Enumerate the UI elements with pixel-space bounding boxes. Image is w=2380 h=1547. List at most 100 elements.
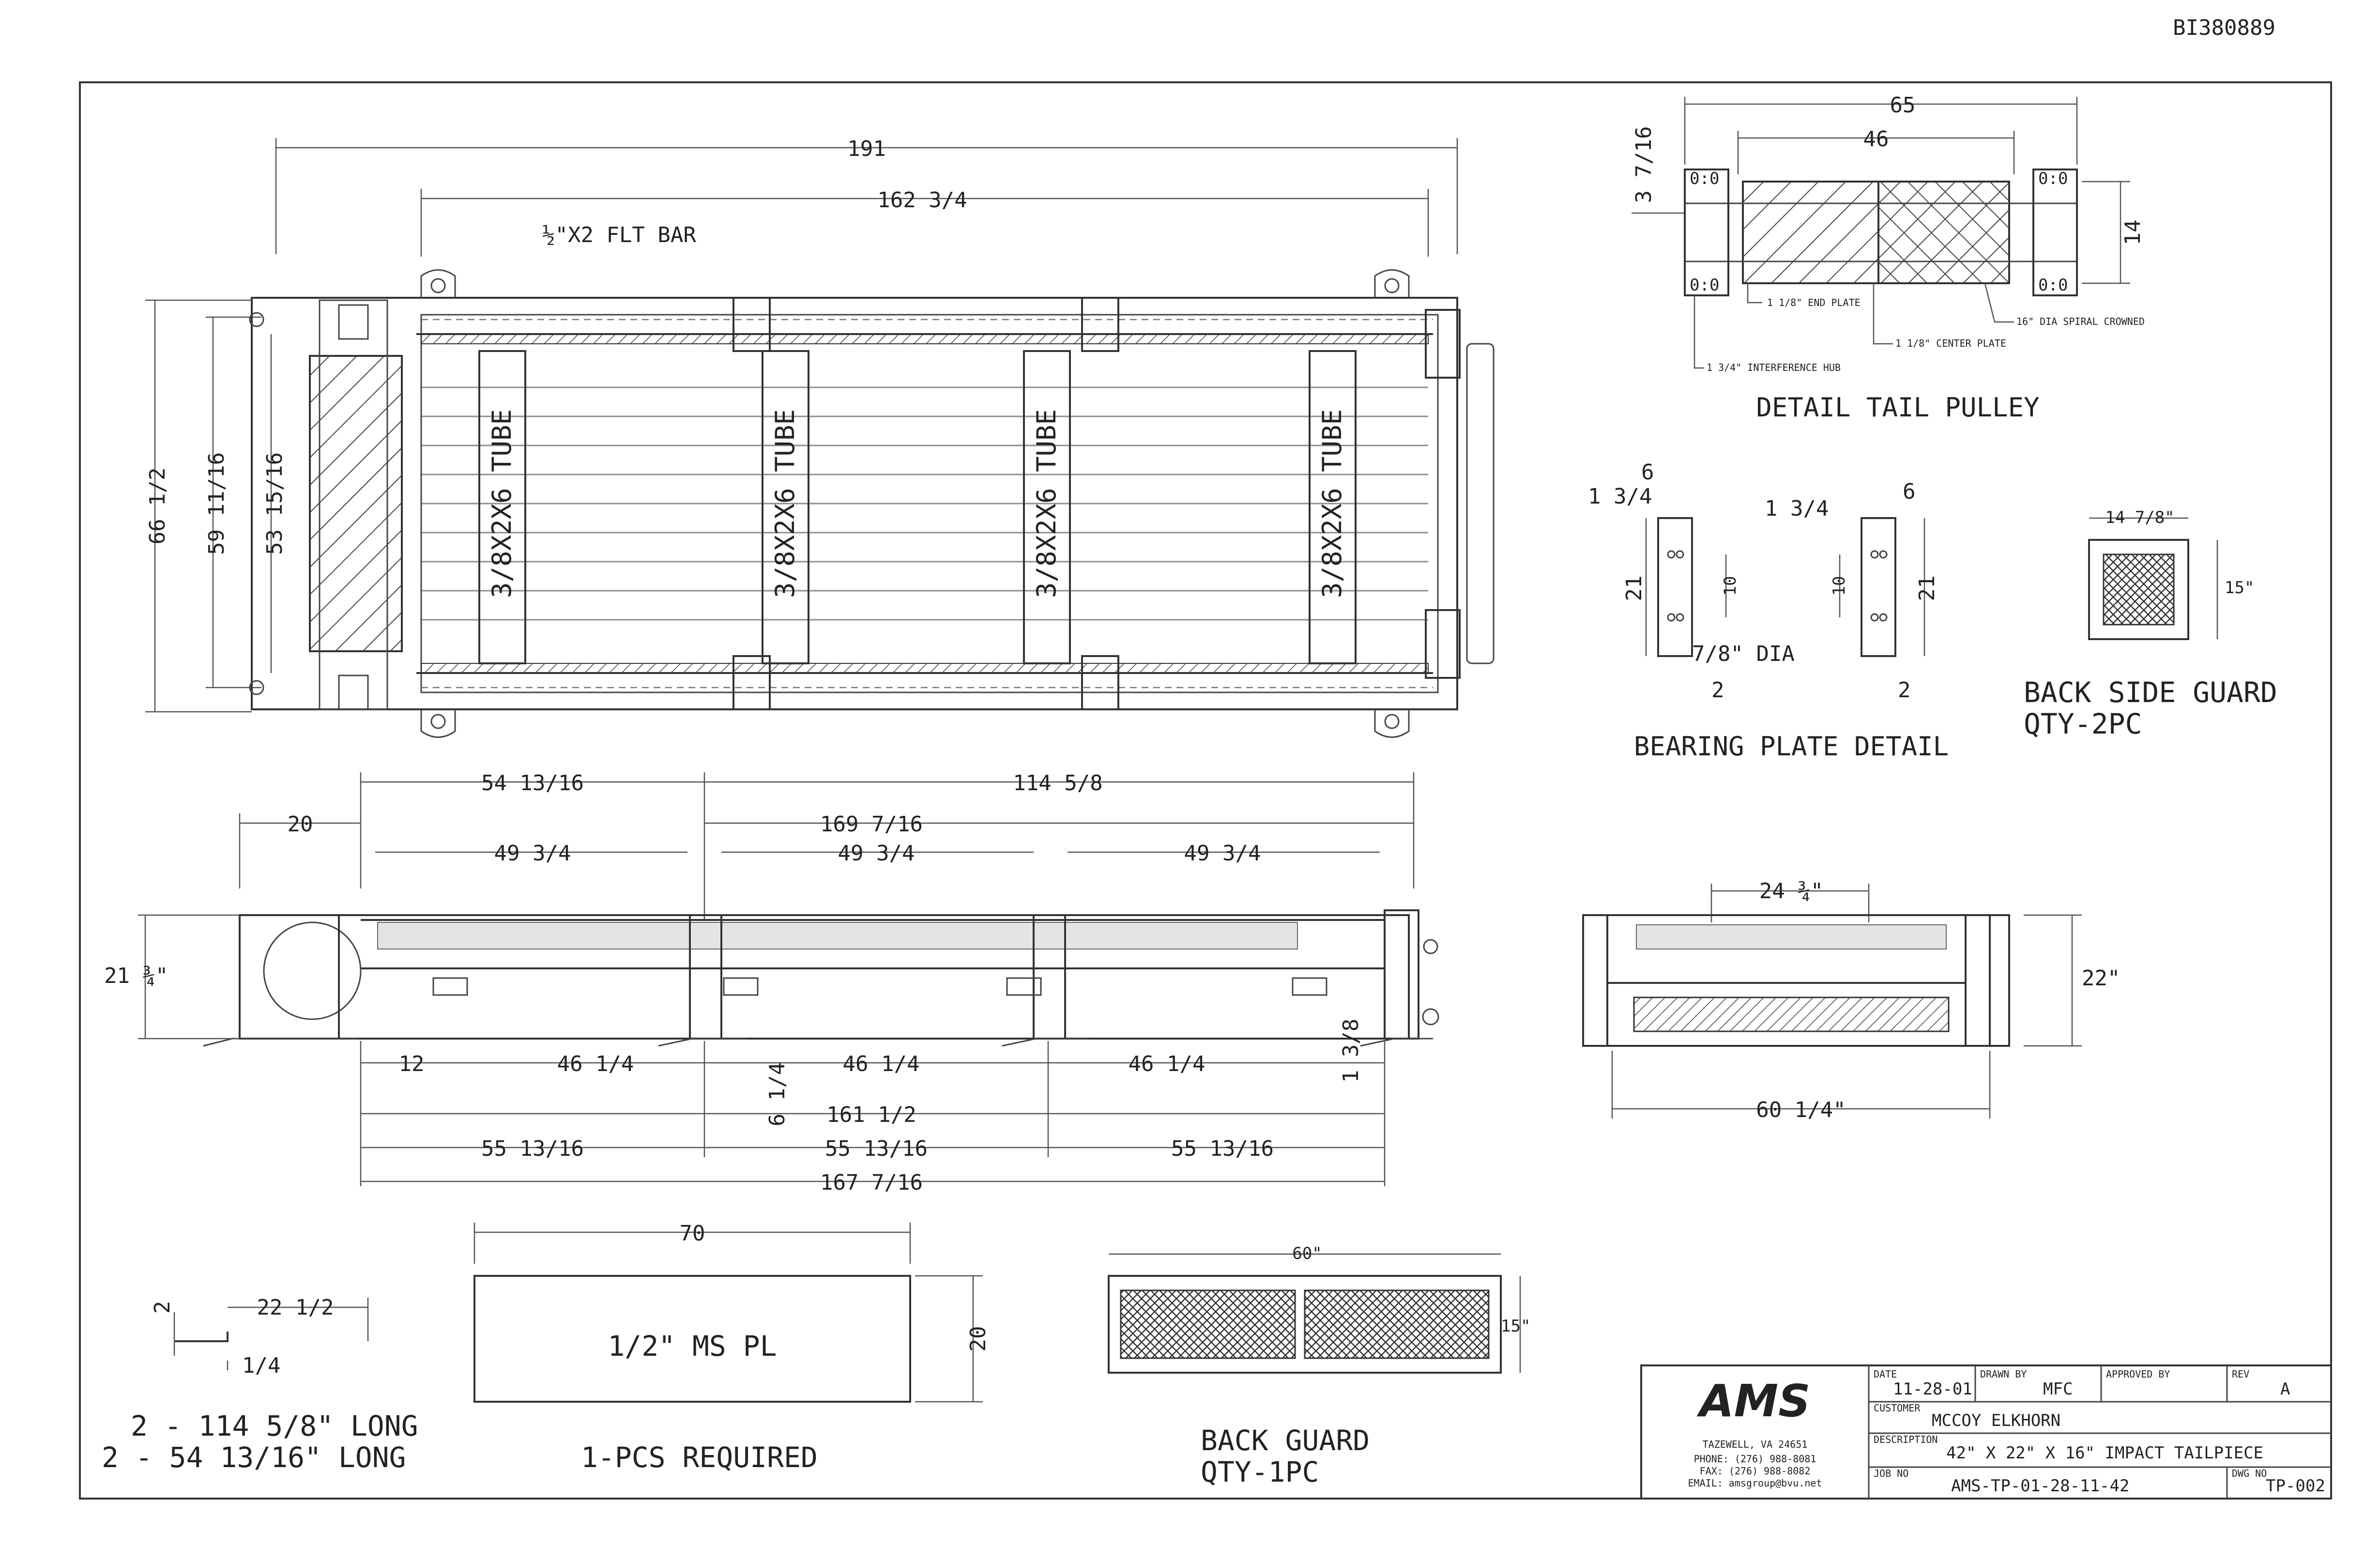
dim-inner-length: 162 3/4 (877, 188, 967, 213)
date-value: 11-28-01 (1893, 1379, 1972, 1399)
plate-label: 1/2" MS PL (608, 1330, 777, 1363)
bsg-dim-w: 14 7/8" (2105, 508, 2174, 527)
company-logo: AMS (1696, 1375, 1810, 1427)
svg-text:0:0: 0:0 (1690, 276, 1719, 295)
dim-pulley-face: 46 (1863, 127, 1889, 152)
dim-height-overall: 66 1/2 (145, 468, 170, 545)
plate-dim-w: 70 (680, 1221, 705, 1246)
dim-pulley-overall: 65 (1890, 93, 1916, 118)
dim-55-3: 55 13/16 (1171, 1136, 1274, 1161)
back-guard: 60" 15" BACK GUARD QTY-1PC (1108, 1244, 1530, 1488)
dim-21: 21 ¾" (104, 964, 168, 988)
flat-bar-label: ½"X2 FLT BAR (542, 223, 696, 247)
top-view: 191 162 3/4 ½"X2 FLT BAR 66 1/2 59 11/16… (145, 137, 1495, 738)
svg-text:0:0: 0:0 (1690, 169, 1719, 188)
dim-20: 20 (288, 812, 313, 837)
bearing-plate-detail: 6 1 3/4 21 10 7/8" DIA 2 1 3/4 6 10 21 2… (1588, 460, 1949, 762)
dim-pulley-height: 14 (2121, 220, 2145, 245)
rev-value: A (2280, 1379, 2290, 1399)
back-guard-dim-h: 15" (1501, 1317, 1530, 1336)
customer-value: MCCOY ELKHORN (1932, 1411, 2060, 1430)
bp-dim-edge-2: 1 3/4 (1765, 496, 1829, 521)
dwg-value: TP-002 (2266, 1476, 2325, 1496)
dim-12: 12 (399, 1052, 425, 1076)
bp-dim-w-1: 6 (1641, 460, 1654, 485)
back-guard-title: BACK GUARD (1201, 1424, 1370, 1457)
company-email: EMAIL: amsgroup@bvu.net (1688, 1477, 1822, 1489)
dim-overall-length: 191 (847, 137, 885, 161)
customer-label: CUSTOMER (1874, 1402, 1921, 1414)
dim-46-2: 46 1/4 (843, 1052, 920, 1076)
end-view: 24 ¾" 22" 60 1/4" (1582, 879, 2120, 1122)
dim-49-1: 49 3/4 (494, 841, 571, 866)
angle-note-1: 2 - 114 5/8" LONG (131, 1409, 418, 1442)
back-side-guard-title: BACK SIDE GUARD (2024, 676, 2277, 709)
svg-text:0:0: 0:0 (2038, 276, 2068, 295)
detail-tail-pulley-title: DETAIL TAIL PULLEY (1756, 392, 2039, 423)
angle-detail: 2 22 1/2 1/4 2 - 114 5/8" LONG 2 - 54 13… (102, 1295, 418, 1474)
job-value: AMS-TP-01-28-11-42 (1951, 1476, 2129, 1496)
drawn-label: DRAWN BY (1980, 1368, 2027, 1380)
bp-dim-dia: 7/8" DIA (1692, 642, 1795, 666)
dim-161: 161 1/2 (826, 1103, 916, 1127)
dim-pulley-offset: 3 7/16 (1632, 126, 1656, 203)
back-side-guard-qty: QTY-2PC (2024, 707, 2142, 740)
note-spiral: 16" DIA SPIRAL CROWNED (2016, 316, 2145, 327)
back-side-guard: 14 7/8" 15" BACK SIDE GUARD QTY-2PC (2024, 508, 2277, 740)
date-label: DATE (1874, 1368, 1897, 1380)
description-value: 42" X 22" X 16" IMPACT TAILPIECE (1946, 1443, 2263, 1463)
dim-1-3-8: 1 3/8 (1339, 1019, 1363, 1083)
svg-text:0:0: 0:0 (2038, 169, 2068, 188)
dim-55-2: 55 13/16 (825, 1136, 928, 1161)
angle-dim-len: 22 1/2 (257, 1295, 334, 1320)
angle-dim-leg: 2 (150, 1301, 175, 1314)
dim-114: 114 5/8 (1013, 771, 1102, 796)
company-fax: FAX: (276) 988-8082 (1700, 1465, 1811, 1477)
dim-49-3: 49 3/4 (1184, 841, 1261, 866)
dim-6: 6 1/4 (765, 1062, 790, 1126)
end-dim-h: 22" (2082, 966, 2120, 991)
description-label: DESCRIPTION (1874, 1434, 1938, 1445)
dim-169: 169 7/16 (820, 812, 923, 837)
dim-54: 54 13/16 (481, 771, 584, 796)
approved-label: APPROVED BY (2106, 1368, 2170, 1380)
dim-46-1: 46 1/4 (557, 1052, 634, 1076)
bp-dim-bottom-1: 2 (1711, 678, 1724, 703)
tube-label-3: 3/8X2X6 TUBE (1031, 409, 1062, 598)
bp-dim-bottom-2: 2 (1898, 678, 1911, 703)
end-dim-top: 24 ¾" (1759, 879, 1823, 904)
job-label: JOB NO (1874, 1468, 1908, 1479)
bp-dim-h-1: 21 (1622, 576, 1647, 601)
angle-note-2: 2 - 54 13/16" LONG (102, 1441, 406, 1474)
dim-55-1: 55 13/16 (481, 1136, 584, 1161)
plate-dim-h: 20 (966, 1326, 991, 1352)
dim-46-3: 46 1/4 (1129, 1052, 1205, 1076)
side-view: 54 13/16 114 5/8 20 169 7/16 49 3/4 49 3… (104, 771, 1439, 1195)
bp-dim-w-2: 6 (1903, 479, 1916, 504)
note-end-plate: 1 1/8" END PLATE (1767, 297, 1861, 308)
title-block: AMS TAZEWELL, VA 24651 PHONE: (276) 988-… (1640, 1364, 2332, 1500)
back-guard-dim-w: 60" (1292, 1244, 1322, 1263)
rev-label: REV (2232, 1368, 2249, 1380)
bsg-dim-h: 15" (2225, 578, 2254, 597)
note-center-plate: 1 1/8" CENTER PLATE (1895, 337, 2006, 349)
bearing-plate-title: BEARING PLATE DETAIL (1634, 731, 1949, 762)
bp-dim-hole-2: 10 (1830, 576, 1849, 596)
end-dim-bottom: 60 1/4" (1756, 1098, 1846, 1122)
note-hub: 1 3/4" INTERFERENCE HUB (1707, 362, 1841, 373)
detail-tail-pulley: 65 46 3 7/16 0:0 0:0 0:0 0:0 14 1 1/8" E… (1632, 93, 2145, 423)
dim-height-mid: 59 11/16 (204, 452, 229, 555)
tube-label-2: 3/8X2X6 TUBE (770, 409, 800, 598)
bp-dim-h-2: 21 (1915, 576, 1939, 601)
dim-height-inner: 53 15/16 (262, 452, 287, 555)
tube-label-4: 3/8X2X6 TUBE (1317, 409, 1347, 598)
plate-note: 1-PCS REQUIRED (581, 1441, 818, 1474)
sheet-border (79, 81, 2332, 1500)
back-guard-qty: QTY-1PC (1201, 1455, 1319, 1488)
company-address: TAZEWELL, VA 24651 (1703, 1439, 1808, 1450)
drawn-value: MFC (2043, 1379, 2073, 1399)
bp-dim-hole-1: 10 (1721, 576, 1740, 596)
angle-dim-thk: 1/4 (242, 1353, 280, 1378)
company-phone: PHONE: (276) 988-8081 (1694, 1453, 1816, 1465)
